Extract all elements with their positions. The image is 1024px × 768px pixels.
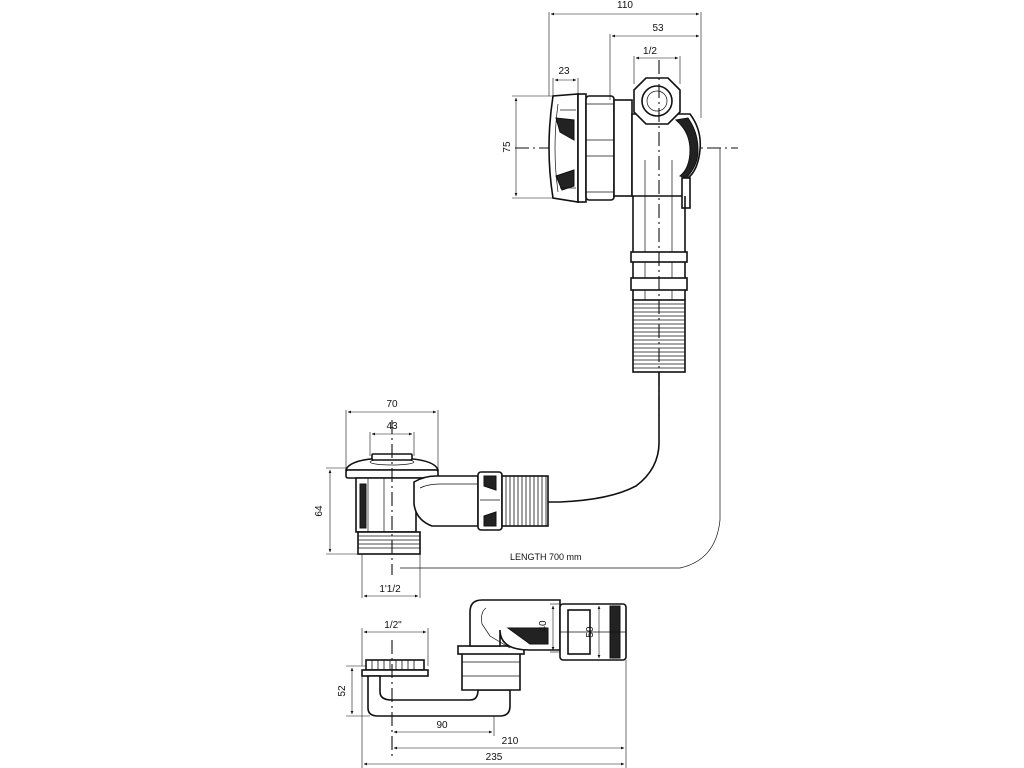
dim-trap-thread: 1/2" xyxy=(384,620,402,631)
dim-trap-offset: 90 xyxy=(436,720,448,731)
dim-waste-plug: 43 xyxy=(386,421,398,432)
waste-assembly xyxy=(344,420,549,575)
dim-overflow-height: 75 xyxy=(502,141,513,153)
dim-trap-height: 52 xyxy=(337,685,348,697)
dim-overflow-offset: 53 xyxy=(652,23,664,34)
overflow-assembly xyxy=(515,60,738,420)
dim-trap-length: 210 xyxy=(502,736,519,747)
dim-overflow-width: 110 xyxy=(617,0,633,11)
dim-trap-inner-height: 40 xyxy=(538,620,549,632)
dim-waste-height: 64 xyxy=(314,505,325,517)
overflow-dimensions: 110 53 1/2 23 75 xyxy=(502,0,702,199)
cable-length-label: LENGTH 700 mm xyxy=(510,552,582,562)
dim-trap-total-length: 235 xyxy=(486,752,503,763)
trap-assembly xyxy=(361,599,627,760)
dim-waste-thread: 1'1/2 xyxy=(379,584,401,595)
dim-trap-outlet-height: 50 xyxy=(585,626,596,638)
dim-overflow-thread: 1/2 xyxy=(643,46,657,57)
trap-dimensions: 1/2" 52 40 50 90 210 235 xyxy=(337,603,627,768)
dim-overflow-cap-depth: 23 xyxy=(558,66,570,77)
bowden-cable: LENGTH 700 mm xyxy=(400,148,721,569)
waste-thread-hatch xyxy=(505,476,547,526)
dim-waste-width: 70 xyxy=(386,399,398,410)
waste-dimensions: 70 43 64 1'1/2 xyxy=(314,399,439,598)
